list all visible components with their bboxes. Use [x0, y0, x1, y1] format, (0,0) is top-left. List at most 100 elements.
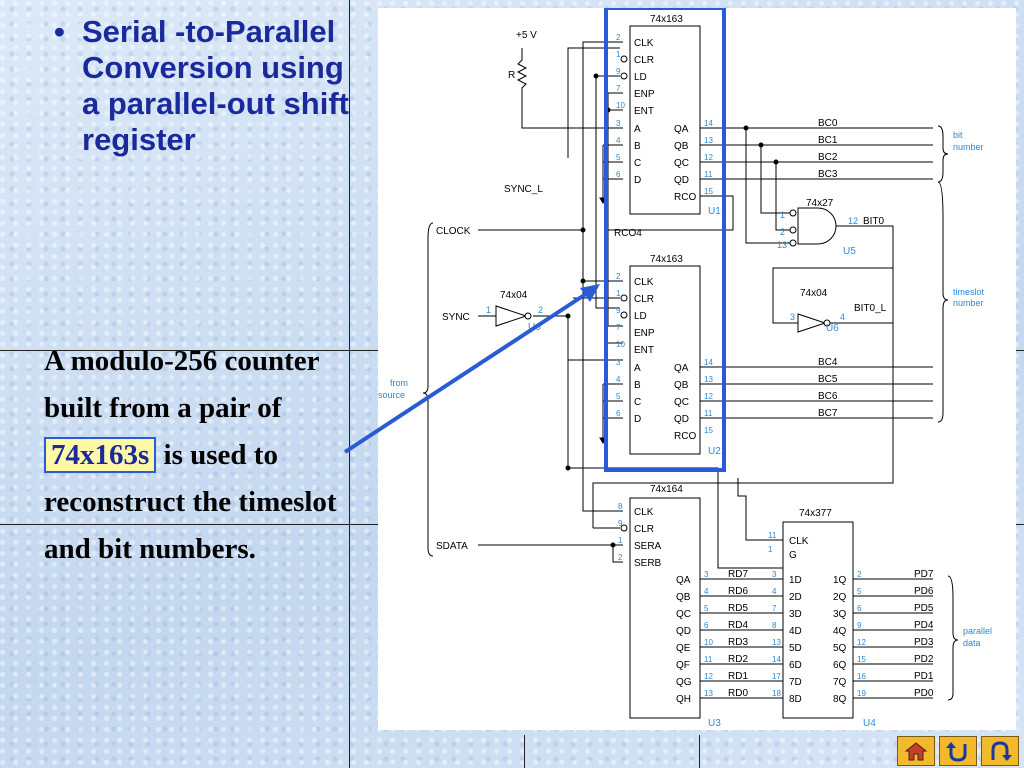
- parallel-data-label-2: data: [963, 638, 981, 648]
- resistor-symbol: [516, 48, 528, 98]
- u4-pin-number-16: 16: [857, 672, 866, 681]
- net-label-pd1: PD1: [914, 671, 934, 682]
- u3-pin-name-qe: QE: [676, 643, 691, 654]
- u2-pin-number-15: 15: [704, 426, 713, 435]
- u1-pin-number-12: 12: [704, 153, 713, 162]
- u3-pin-name-qa: QA: [676, 575, 691, 586]
- u4-pin-name-3q: 3Q: [833, 609, 847, 620]
- u4-pin-name-7q: 7Q: [833, 677, 847, 688]
- bit-number-label-2: number: [953, 142, 984, 152]
- u1-pin-number-15: 15: [704, 187, 713, 196]
- u4-pin-number-12: 12: [857, 638, 866, 647]
- u3-pin-number-8: 8: [618, 502, 623, 511]
- u1-pin-number-4: 4: [616, 136, 621, 145]
- counter-highlight-box: [604, 8, 726, 472]
- net-label-bc1: BC1: [818, 135, 838, 146]
- timeslot-number-label-1: timeslot: [953, 287, 985, 297]
- u2-pin-name-clk: CLK: [634, 277, 654, 288]
- u6a-pin-out: 2: [538, 305, 543, 315]
- u2-pin-number-13: 13: [704, 375, 713, 384]
- u1-pin-name-qa: QA: [674, 124, 689, 135]
- u6a-type-label: 74x04: [500, 290, 528, 301]
- u2-pin-name-c: C: [634, 397, 641, 408]
- clock-label: CLOCK: [436, 226, 471, 237]
- u1-ref-label: U1: [708, 206, 721, 217]
- u3-pin-number-9: 9: [618, 519, 623, 528]
- net-label-bc3: BC3: [818, 169, 838, 180]
- u3-shift-register-box: [629, 497, 701, 719]
- return-button[interactable]: [981, 736, 1019, 766]
- u4-pin-number-4: 4: [772, 587, 777, 596]
- u2-pin-name-rco: RCO: [674, 431, 696, 442]
- u1-counter-box: [629, 25, 701, 215]
- net-label-rd6: RD6: [728, 586, 748, 597]
- u3-pin-number-6: 6: [704, 621, 709, 630]
- u3-pin-name-clk: CLK: [634, 507, 654, 518]
- u4-pin-number-6: 6: [857, 604, 862, 613]
- net-label-bc5: BC5: [818, 374, 838, 385]
- net-label-pd3: PD3: [914, 637, 934, 648]
- u1-pin-number-1: 1: [616, 50, 621, 59]
- home-icon: [904, 742, 928, 761]
- u4-pin-number-9: 9: [857, 621, 862, 630]
- u3-pin-name-serb: SERB: [634, 558, 662, 569]
- grid-line-horizontal-3: [1016, 350, 1024, 351]
- u3-pin-name-qg: QG: [676, 677, 692, 688]
- brace-timeslot-number: [937, 181, 949, 423]
- u2-pin-name-d: D: [634, 414, 641, 425]
- u4-ref-label: U4: [863, 718, 876, 729]
- u2-pin-name-ent: ENT: [634, 345, 654, 356]
- u4-pin-name-1q: 1Q: [833, 575, 847, 586]
- u3-pin-number-3: 3: [704, 570, 709, 579]
- u1-pin-number-2: 2: [616, 33, 621, 42]
- u6b-ref-label: U6: [826, 323, 839, 334]
- u3-pin-number-4: 4: [704, 587, 709, 596]
- u2-pin-number-10: 10: [616, 340, 625, 349]
- u1-pin-name-b: B: [634, 141, 641, 152]
- u3-pin-name-qc: QC: [676, 609, 691, 620]
- u1-pin-name-qb: QB: [674, 141, 689, 152]
- brace-parallel-data: [947, 575, 959, 701]
- u2-counter-box: [629, 265, 701, 455]
- u4-pin-name-8d: 8D: [789, 694, 802, 705]
- net-label-pd0: PD0: [914, 688, 934, 699]
- net-label-rd5: RD5: [728, 603, 748, 614]
- u5-ref-label: U5: [843, 246, 856, 257]
- u2-pin-name-qa: QA: [674, 363, 689, 374]
- u2-pin-number-7: 7: [616, 323, 621, 332]
- net-label-pd2: PD2: [914, 654, 934, 665]
- u4-pin-name-5q: 5Q: [833, 643, 847, 654]
- slide-body-text: A modulo-256 counter built from a pair o…: [44, 338, 364, 573]
- u6b-type-label: 74x04: [800, 288, 828, 299]
- u2-pin-number-3: 3: [616, 358, 621, 367]
- back-button[interactable]: [939, 736, 977, 766]
- u6b-inverter: [797, 313, 827, 333]
- u4-pin-number-5: 5: [857, 587, 862, 596]
- u1-pin-number-5: 5: [616, 153, 621, 162]
- u3-pin-name-qb: QB: [676, 592, 691, 603]
- u4-pin-name-6q: 6Q: [833, 660, 847, 671]
- grid-line-horizontal-2: [0, 524, 378, 525]
- u3-pin-name-qf: QF: [676, 660, 690, 671]
- u2-pin-number-2: 2: [616, 272, 621, 281]
- u4-pin-name-clk: CLK: [789, 536, 809, 547]
- u4-pin-number-3: 3: [772, 570, 777, 579]
- u4-pin-number-13: 13: [772, 638, 781, 647]
- u4-latch-box: [782, 521, 854, 719]
- timeslot-number-label-2: number: [953, 298, 984, 308]
- home-button[interactable]: [897, 736, 935, 766]
- net-label-bc7: BC7: [818, 408, 838, 419]
- u5-pin-13: 13: [777, 240, 787, 250]
- u5-pin-12: 12: [848, 216, 858, 226]
- u6b-pin-in: 3: [790, 312, 795, 322]
- net-label-rd0: RD0: [728, 688, 748, 699]
- highlighted-term: 74x163s: [44, 437, 157, 473]
- u1-pin-name-qd: QD: [674, 175, 689, 186]
- u4-pin-number-17: 17: [772, 672, 781, 681]
- resistor-label: R: [508, 70, 515, 81]
- grid-line-horizontal-1: [0, 350, 378, 351]
- u3-pin-name-sera: SERA: [634, 541, 662, 552]
- u2-pin-name-a: A: [634, 363, 641, 374]
- u4-pin-name-2q: 2Q: [833, 592, 847, 603]
- net-label-pd7: PD7: [914, 569, 934, 580]
